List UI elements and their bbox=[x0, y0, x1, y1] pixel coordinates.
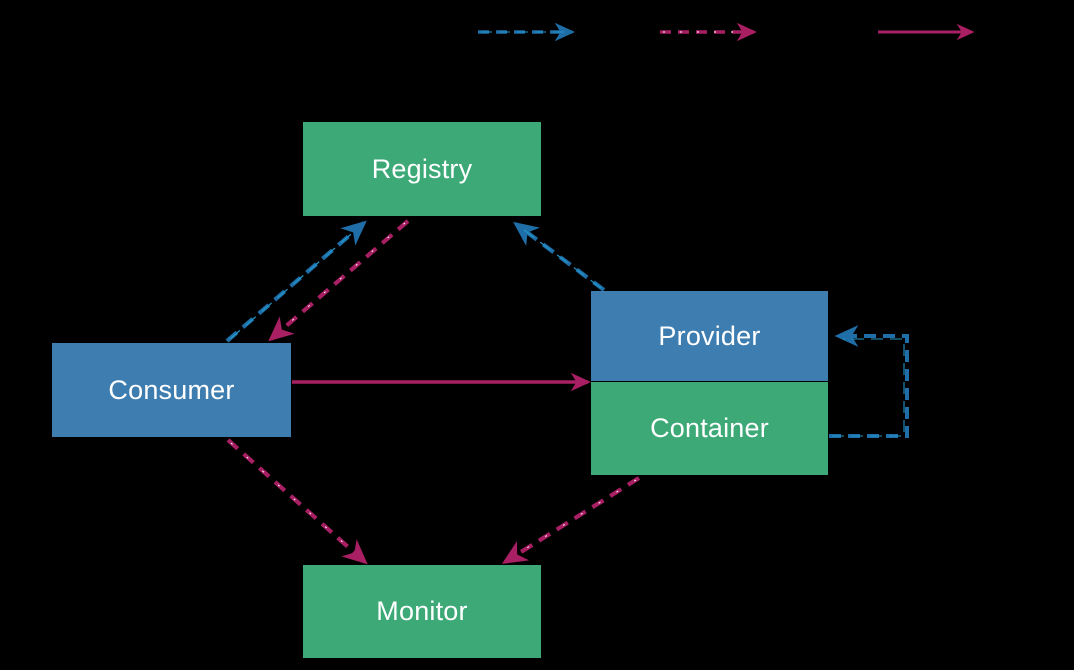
edge-container-to-monitor bbox=[501, 476, 641, 564]
node-consumer[interactable]: Consumer bbox=[52, 343, 291, 437]
node-container-label: Container bbox=[650, 413, 769, 443]
node-registry[interactable]: Registry bbox=[303, 122, 541, 216]
node-monitor-label: Monitor bbox=[376, 596, 468, 626]
node-consumer-label: Consumer bbox=[108, 374, 235, 405]
node-monitor[interactable]: Monitor bbox=[303, 565, 541, 658]
edge-consumer-to-monitor bbox=[226, 438, 368, 565]
edge-provider-to-registry bbox=[513, 221, 606, 292]
edge-registry-to-consumer bbox=[268, 219, 410, 342]
node-container[interactable]: Container bbox=[591, 382, 828, 475]
edge-container-to-provider bbox=[829, 325, 909, 438]
node-registry-label: Registry bbox=[371, 153, 473, 184]
edge-consumer-to-registry bbox=[225, 220, 367, 343]
node-provider-label: Provider bbox=[658, 320, 761, 351]
node-provider[interactable]: Provider bbox=[591, 291, 828, 381]
